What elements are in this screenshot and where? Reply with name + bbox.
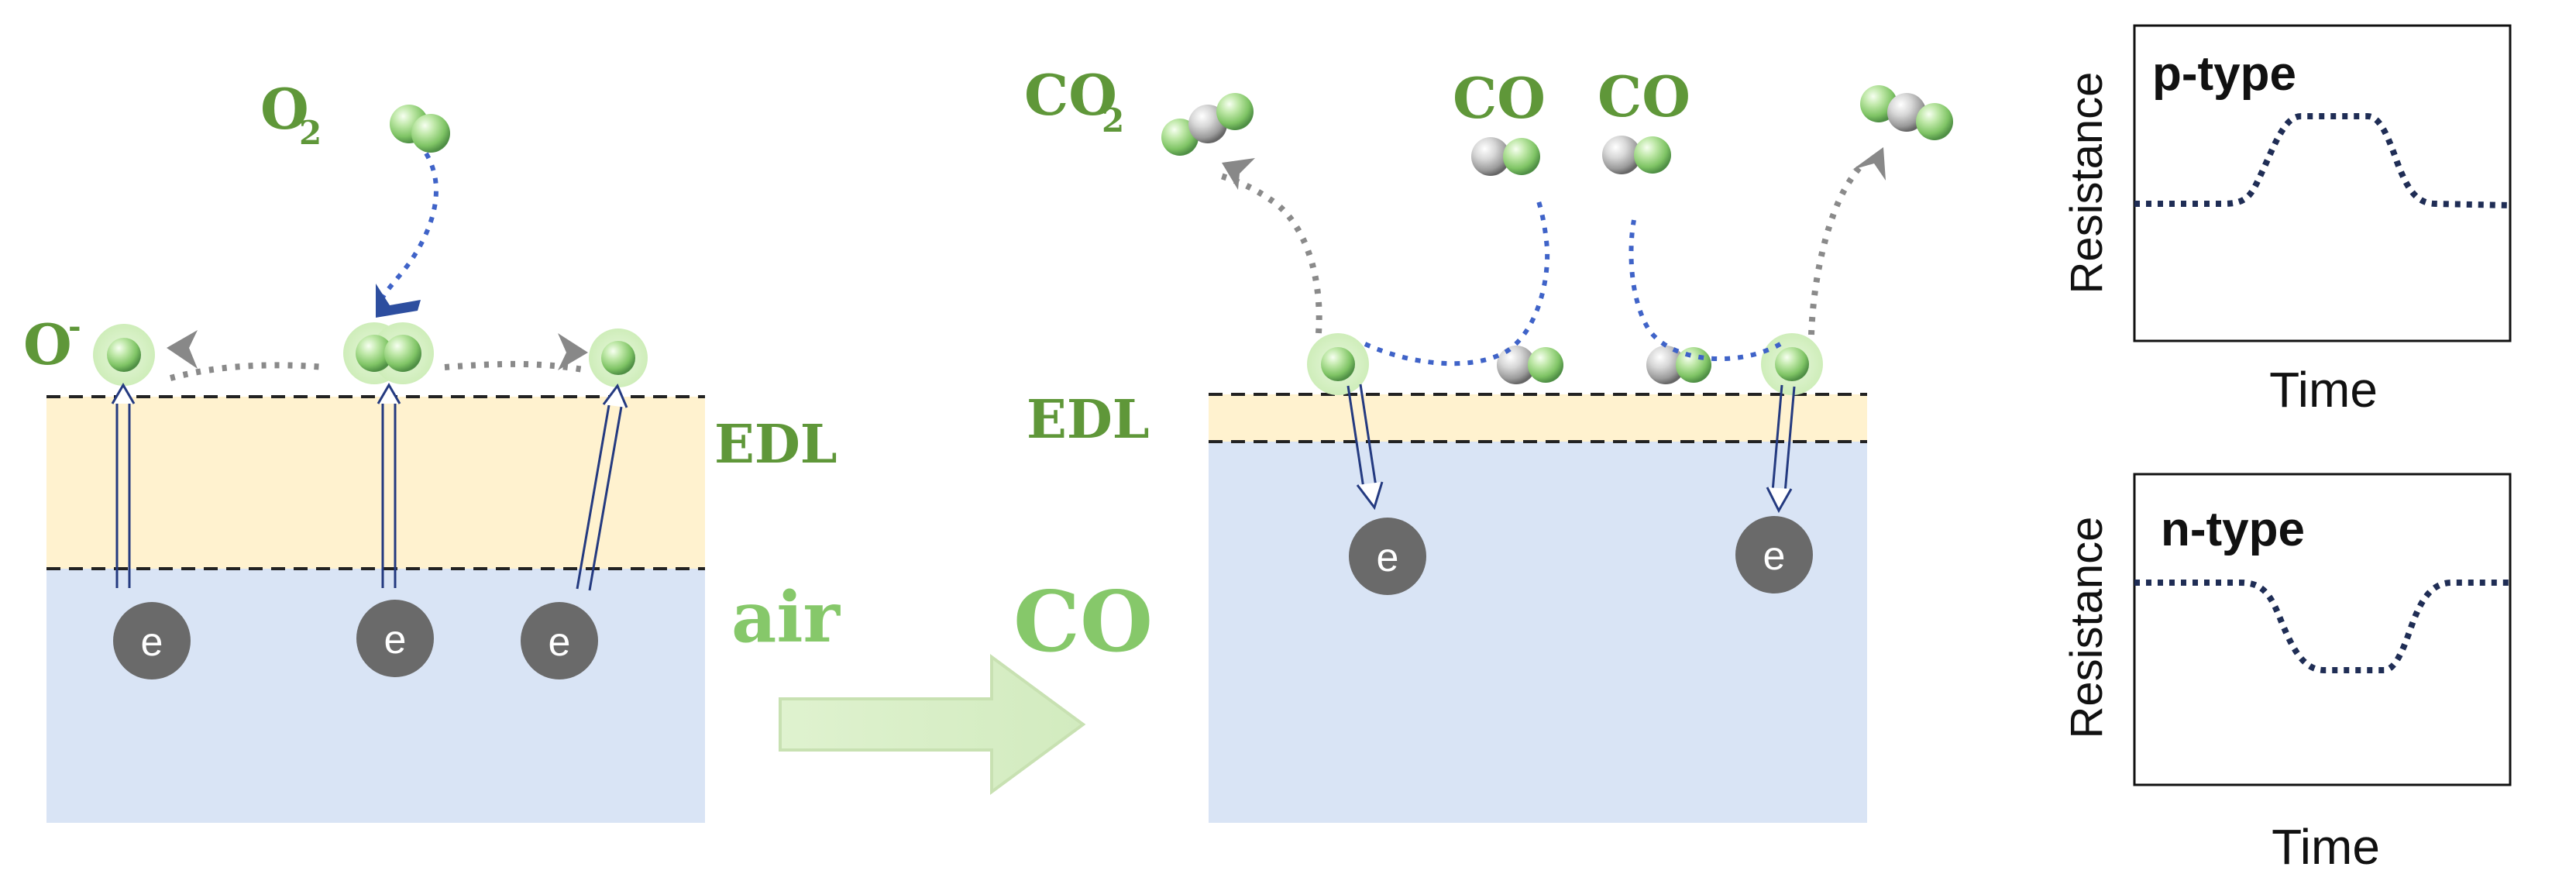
n-type-ylabel: Resistance [2062,517,2112,739]
o2-label: O 2 [260,76,322,152]
svg-text:O: O [260,76,309,142]
gray-path-co2-left [1219,173,1322,334]
blue-adsorption-path-left [377,152,439,305]
gray-path-co2-right [1808,160,1866,335]
co-label-left-group: CO [1453,65,1546,131]
svg-text:2: 2 [1102,101,1124,139]
blue-path-co-left [1364,201,1550,366]
adsorbed-oxygen-right-left [1307,333,1369,395]
electron-transfer-arrow-right-panel-left [1346,384,1384,511]
gray-arrowhead-left [167,330,198,369]
electron-left-2: e [356,600,434,677]
co2-label: CO 2 [1024,62,1124,139]
blue-arrowhead-left [376,284,421,318]
svg-text:e: e [1763,534,1786,579]
p-type-ylabel: Resistance [2062,72,2112,294]
adsorbed-oxygen-right-right [1761,333,1823,395]
electron-transfer-arrow-center [377,383,401,588]
co2-molecule-top-left [1161,93,1254,156]
o-minus-label: O - [23,308,81,377]
n-type-trace [2134,580,2510,673]
electron-transfer-arrow-right [576,384,628,591]
svg-text:CO: CO [1453,65,1546,131]
co-molecule-surface-right [1646,346,1711,384]
electron-transfer-arrow-right-panel-right [1766,384,1796,514]
p-type-plot: p-type Resistance Time [2062,24,2512,418]
electron-transfer-arrow-left [111,383,136,588]
svg-text:CO: CO [1598,64,1690,129]
n-type-title: n-type [2161,503,2305,556]
co-molecule-top-center [1471,137,1540,176]
adsorbed-oxygen-left [93,324,155,386]
electron-left-3: e [521,602,598,679]
right-substrate [1209,442,1867,823]
svg-text:O: O [23,311,72,377]
gray-arrowhead-right [558,333,588,370]
svg-text:e: e [549,620,571,665]
svg-text:2: 2 [299,114,322,152]
svg-text:e: e [1377,535,1399,580]
svg-text:e: e [141,620,163,665]
blue-path-co-right [1628,219,1782,362]
gray-arrowhead-co2-left [1222,158,1255,190]
electron-right-1: e [1349,518,1426,595]
process-arrow [779,654,1086,795]
edl-label-right: EDL [1027,389,1150,451]
co-process-label: CO [1013,573,1153,671]
right-edl-layer [1209,394,1867,442]
electron-right-2: e [1735,516,1813,593]
n-type-xlabel: Time [2272,819,2380,875]
gray-arrowhead-co2-right [1852,147,1886,181]
co2-molecule-top-right [1860,85,1953,140]
p-type-xlabel: Time [2269,362,2378,418]
co-label-right-group: CO [1598,64,1690,129]
co-molecule-surface-left [1497,346,1563,384]
svg-text:e: e [384,618,407,662]
edl-label-left: EDL [714,414,837,476]
adsorbed-oxygen-right [589,329,648,387]
svg-text:CO: CO [1024,62,1117,128]
co-molecule-top-right [1602,136,1671,174]
adsorbed-oxygen-center [343,322,434,384]
gray-path-left-center [169,362,326,381]
electron-left-1: e [113,602,191,679]
air-label: air [731,576,841,659]
n-type-plot: n-type Resistance Time [2062,473,2512,875]
o2-molecule-left [390,105,450,153]
p-type-trace [2134,113,2511,208]
svg-text:-: - [68,308,81,345]
p-type-title: p-type [2152,47,2296,101]
